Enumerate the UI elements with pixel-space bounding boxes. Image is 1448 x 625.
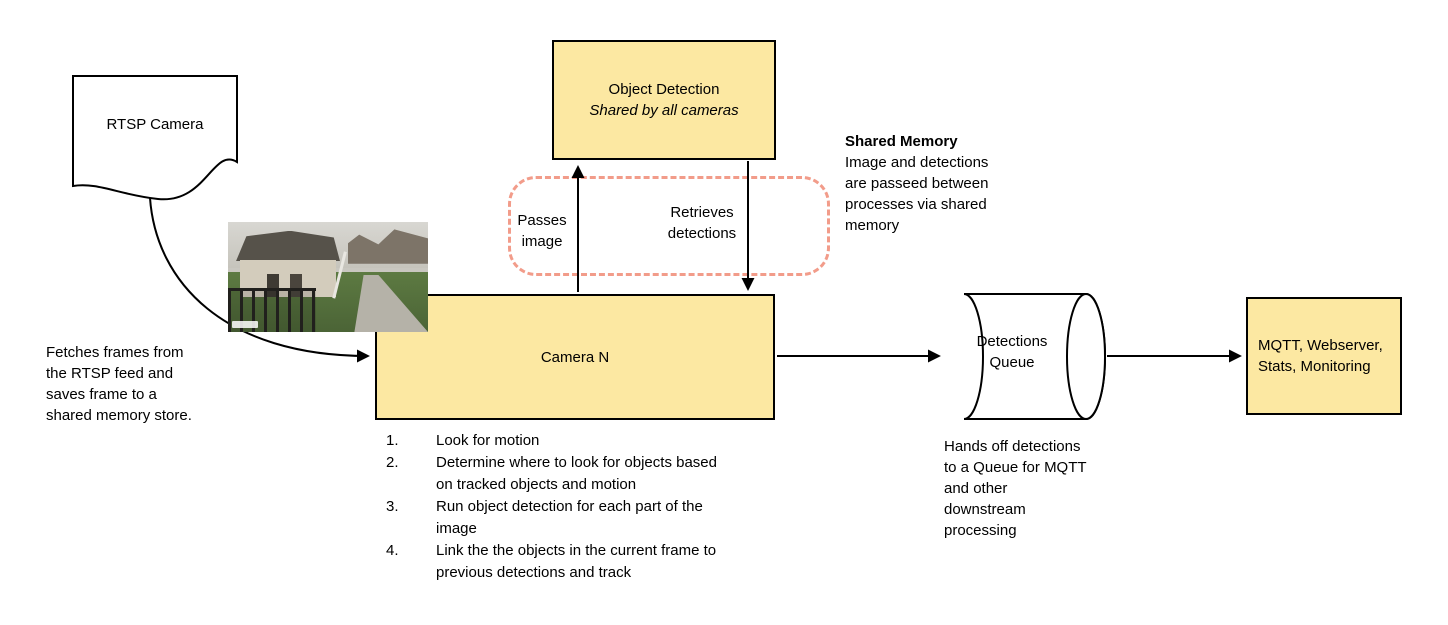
object-detection-title: Object Detection [608, 81, 720, 98]
step-text: Look for motion [436, 432, 540, 449]
shared-memory-note: Shared Memory Image and detections are p… [845, 131, 1045, 236]
step-number: 4. [386, 542, 399, 559]
camera-n-label: Camera N [540, 348, 610, 366]
step-number: 3. [386, 498, 399, 515]
step-text: Link the the objects in the current fram… [436, 542, 717, 581]
shared-memory-note-body: Image and detections are passeed between… [845, 154, 989, 234]
rtsp-camera-label: RTSP Camera [106, 116, 204, 133]
outputs-node: MQTT, Webserver, Stats, Monitoring [1246, 297, 1402, 415]
snapshot-house-door [267, 274, 279, 297]
step-text: Run object detection for each part of th… [436, 498, 703, 537]
list-item: 3. Run object detection for each part of… [386, 496, 746, 540]
object-detection-node: Object Detection Shared by all cameras [552, 40, 776, 160]
step-number: 2. [386, 454, 399, 471]
snapshot-house-door [290, 274, 302, 297]
camera-n-node: Camera N [375, 294, 775, 420]
queue-handoff-note: Hands off detections to a Queue for MQTT… [944, 438, 1087, 539]
shared-memory-note-title: Shared Memory [845, 133, 958, 150]
list-item: 1. Look for motion [386, 430, 746, 452]
step-text: Determine where to look for objects base… [436, 454, 717, 493]
camera-steps-list: 1. Look for motion 2. Determine where to… [386, 430, 746, 584]
detections-queue-cylinder-cap [1066, 293, 1106, 420]
outputs-label: MQTT, Webserver, Stats, Monitoring [1258, 337, 1383, 375]
snapshot-watermark [232, 321, 258, 328]
fetch-frames-note: Fetches frames from the RTSP feed and sa… [46, 344, 192, 424]
snapshot-house-roof [236, 230, 340, 262]
list-item: 4. Link the the objects in the current f… [386, 540, 746, 584]
object-detection-subtitle: Shared by all cameras [589, 102, 739, 119]
snapshot-house [236, 230, 340, 297]
arrow-rtsp-to-camera [149, 197, 370, 363]
passes-image-label: Passes image [517, 212, 567, 250]
list-item: 2. Determine where to look for objects b… [386, 452, 746, 496]
detections-queue-label: Detections Queue [976, 333, 1048, 371]
rtsp-camera-document-shape [72, 75, 238, 201]
shared-memory-region [508, 176, 830, 276]
step-number: 1. [386, 432, 399, 449]
retrieves-detections-label: Retrieves detections [667, 204, 737, 242]
camera-snapshot-image [228, 222, 428, 332]
